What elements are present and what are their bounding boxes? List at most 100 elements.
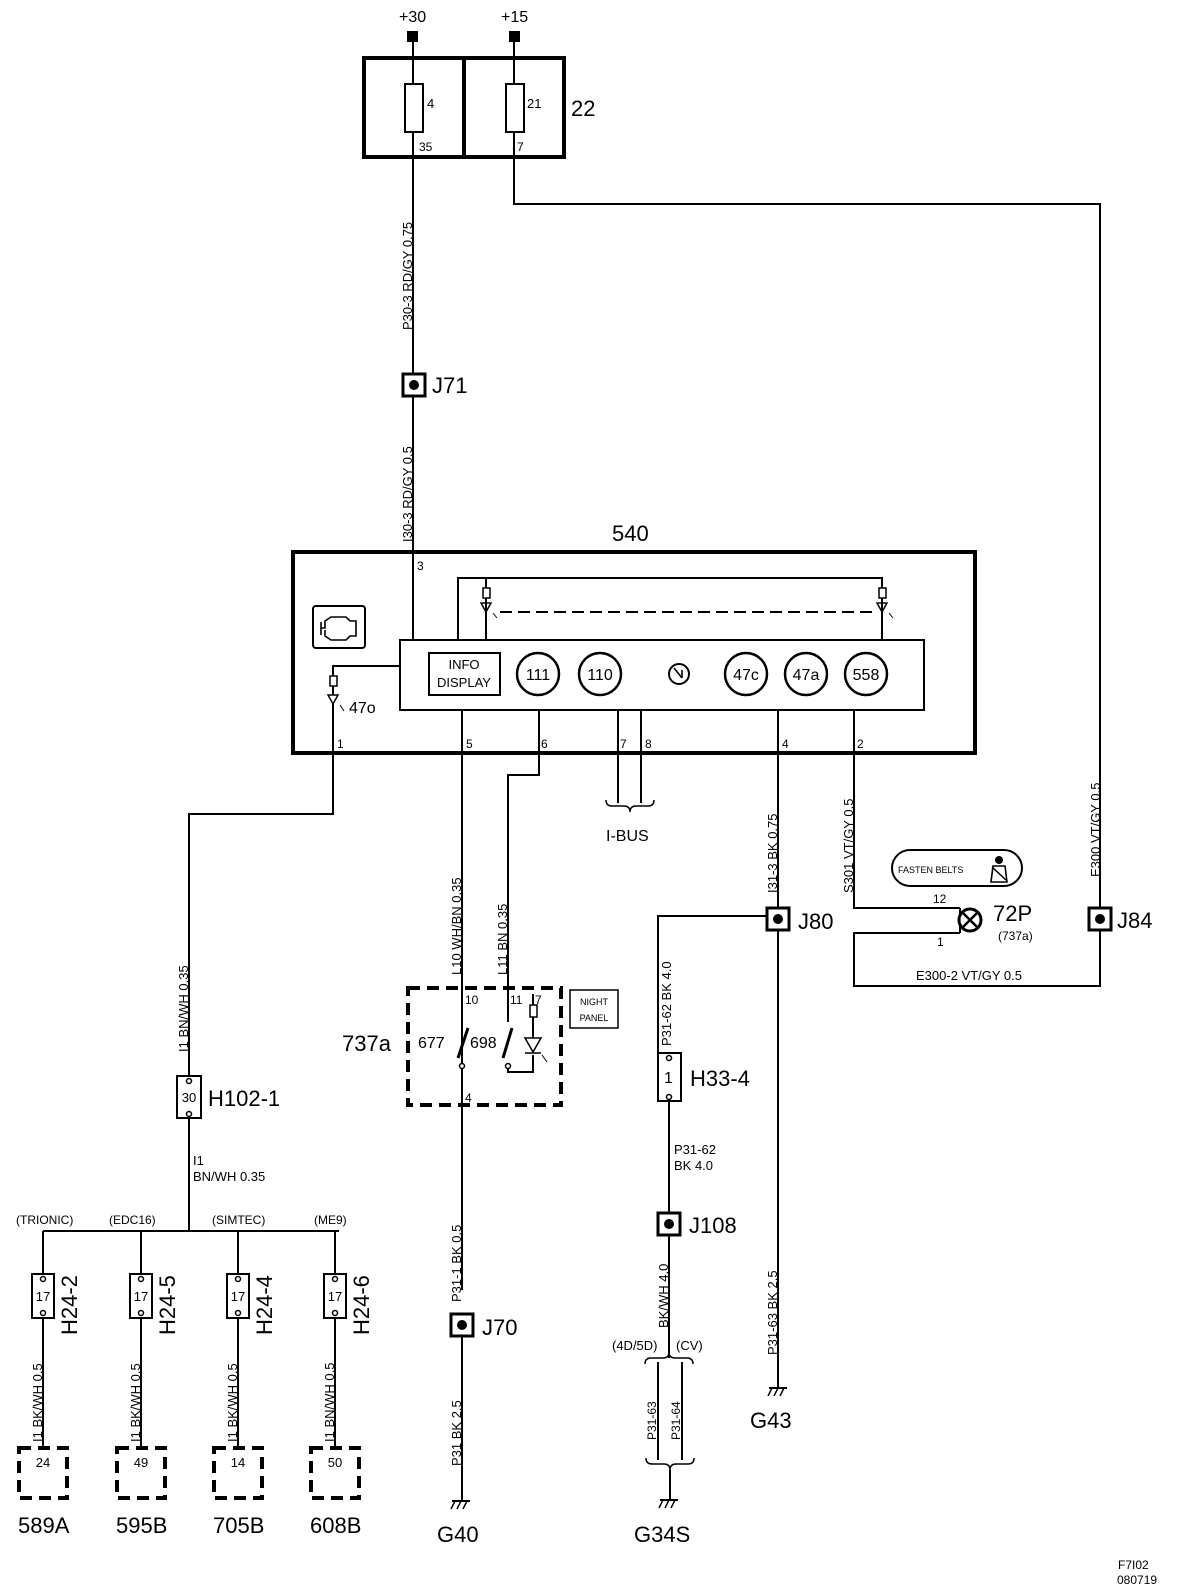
indicator-47a-label: 47a bbox=[793, 667, 820, 684]
wire-l11-label: L11 BN 0.35 bbox=[495, 904, 510, 975]
ecu-label: 608B bbox=[310, 1513, 361, 1538]
h24-label: H24-6 bbox=[349, 1275, 374, 1335]
wire-e300-2-label: E300-2 VT/GY 0.5 bbox=[916, 968, 1022, 983]
ecu-connector-pin: 14 bbox=[231, 1455, 245, 1470]
pin-8: 8 bbox=[645, 737, 652, 751]
fuse-b-pin: 7 bbox=[517, 140, 524, 154]
fuse-21 bbox=[505, 83, 525, 133]
h33-pin: 1 bbox=[664, 1070, 673, 1087]
switch-677 bbox=[456, 1027, 470, 1059]
indicator-47a bbox=[783, 651, 829, 697]
ground-g40-icon bbox=[450, 1500, 470, 1510]
switch-698-label: 698 bbox=[470, 1035, 497, 1052]
fasten-belts-text: FASTEN BELTS bbox=[898, 865, 963, 875]
branch-simtec: (SIMTEC) bbox=[212, 1213, 265, 1227]
wire-i31-3-label: I31-3 BK 0.75 bbox=[765, 814, 780, 894]
panel-pin10: 10 bbox=[465, 993, 479, 1007]
ecu-connector-608b bbox=[309, 1446, 361, 1500]
switch-698 bbox=[501, 1027, 514, 1059]
branch-trionic: (TRIONIC) bbox=[16, 1213, 73, 1227]
wire-l11 bbox=[507, 710, 540, 1022]
fasten-belts-symbol bbox=[891, 849, 1023, 887]
wire-p31-62-a: P31-62 bbox=[674, 1142, 716, 1157]
h24-pin: 17 bbox=[328, 1289, 342, 1304]
wire-l10-label: L10 WH/BN 0.35 bbox=[449, 877, 464, 975]
panel-737a-label: 737a bbox=[342, 1031, 392, 1056]
ecu-label: 705B bbox=[213, 1513, 264, 1538]
info-display-line2: DISPLAY bbox=[437, 675, 491, 690]
j71-label: J71 bbox=[432, 373, 467, 398]
wire-p30-3-label: P30-3 RD/GY 0.75 bbox=[400, 222, 415, 330]
night-panel-line1: NIGHT bbox=[580, 997, 609, 1007]
pin-2: 2 bbox=[857, 737, 864, 751]
ecu-connector-pin: 50 bbox=[328, 1455, 342, 1470]
ecu-connector-595b bbox=[115, 1446, 167, 1500]
wire-p31-64-short: P31-64 bbox=[669, 1401, 683, 1440]
wire-i1 bbox=[188, 753, 334, 1076]
wire-bkwh4-label: BK/WH 4.0 bbox=[656, 1264, 671, 1328]
wire-p31-63-short: P31-63 bbox=[645, 1401, 659, 1440]
panel-pin11: 11 bbox=[510, 993, 523, 1007]
ecu-label: 589A bbox=[18, 1513, 70, 1538]
h24-wire-label: I1 BK/WH 0.5 bbox=[30, 1363, 45, 1442]
h24-label: H24-5 bbox=[155, 1275, 180, 1335]
night-panel-box bbox=[569, 989, 619, 1029]
indicator-47c bbox=[723, 651, 769, 697]
unit-540 bbox=[291, 550, 977, 755]
pin-3: 3 bbox=[417, 559, 424, 573]
h24-wire-label: I1 BK/WH 0.5 bbox=[225, 1363, 240, 1442]
h24-branches: 17 H24-2 I1 BK/WH 0.5 24 589A 17 H24-5 I1 BK/WH… bbox=[17, 1231, 374, 1538]
switch-677-label: 677 bbox=[418, 1035, 445, 1052]
indicator-110 bbox=[577, 651, 623, 697]
j108-label: J108 bbox=[689, 1213, 737, 1238]
indicator-558 bbox=[843, 651, 889, 697]
wire-i30-3-label: I30-3 RD/GY 0.5 bbox=[400, 446, 415, 542]
indicator-558-label: 558 bbox=[853, 667, 880, 684]
info-display-line1: INFO bbox=[448, 657, 479, 672]
h24-pin: 17 bbox=[231, 1289, 245, 1304]
ground-g43-icon bbox=[767, 1387, 787, 1397]
wire-e300-label: E300 VT/GY 0.5 bbox=[1088, 783, 1103, 877]
pin-5: 5 bbox=[466, 737, 473, 751]
lamp-72p-sub: (737a) bbox=[998, 929, 1033, 943]
variant-4d5d: (4D/5D) bbox=[612, 1338, 658, 1353]
indicator-47c-label: 47c bbox=[733, 667, 759, 684]
plus15-terminal bbox=[509, 31, 520, 42]
lamp-72p-label: 72P bbox=[993, 901, 1032, 926]
indicator-pin1: 1 bbox=[937, 935, 944, 949]
g40-label: G40 bbox=[437, 1522, 479, 1547]
j84-label: J84 bbox=[1117, 908, 1152, 933]
indicator-111 bbox=[515, 651, 561, 697]
h102-pin: 30 bbox=[182, 1090, 196, 1105]
fuse-a-number: 4 bbox=[427, 96, 434, 111]
g34s-label: G34S bbox=[634, 1522, 690, 1547]
pin-7: 7 bbox=[620, 737, 627, 751]
panel-737a bbox=[406, 986, 563, 1107]
j70-label: J70 bbox=[482, 1315, 517, 1340]
ibus-brace bbox=[605, 799, 655, 813]
ecu-label: 595B bbox=[116, 1513, 167, 1538]
panel-pin7: 7 bbox=[535, 993, 542, 1007]
ground-g34s-icon bbox=[658, 1499, 678, 1509]
wire-e300-2 bbox=[853, 930, 1101, 987]
lamp-47o bbox=[326, 694, 340, 706]
footer-code: F7I02 bbox=[1118, 1558, 1149, 1572]
ecu-connector-589a bbox=[17, 1446, 69, 1500]
h24-label: H24-2 bbox=[57, 1275, 82, 1335]
ecu-connector-705b bbox=[212, 1446, 264, 1500]
wire-i1-b: BN/WH 0.35 bbox=[193, 1169, 265, 1184]
wire-i1-label: I1 BN/WH 0.35 bbox=[176, 965, 191, 1052]
ecu-connector-pin: 24 bbox=[36, 1455, 50, 1470]
h24-pin: 17 bbox=[134, 1289, 148, 1304]
panel-pin4: 4 bbox=[465, 1091, 472, 1105]
pin-4: 4 bbox=[782, 737, 789, 751]
info-display bbox=[428, 652, 501, 696]
wire-p31-62-b: BK 4.0 bbox=[674, 1158, 713, 1173]
h24-wire-label: I1 BK/WH 0.5 bbox=[128, 1363, 143, 1442]
g43-label: G43 bbox=[750, 1408, 792, 1433]
variant-cv: (CV) bbox=[676, 1338, 703, 1353]
wire-p31-label: P31 BK 2.5 bbox=[449, 1400, 464, 1466]
wire-s301 bbox=[853, 710, 960, 909]
